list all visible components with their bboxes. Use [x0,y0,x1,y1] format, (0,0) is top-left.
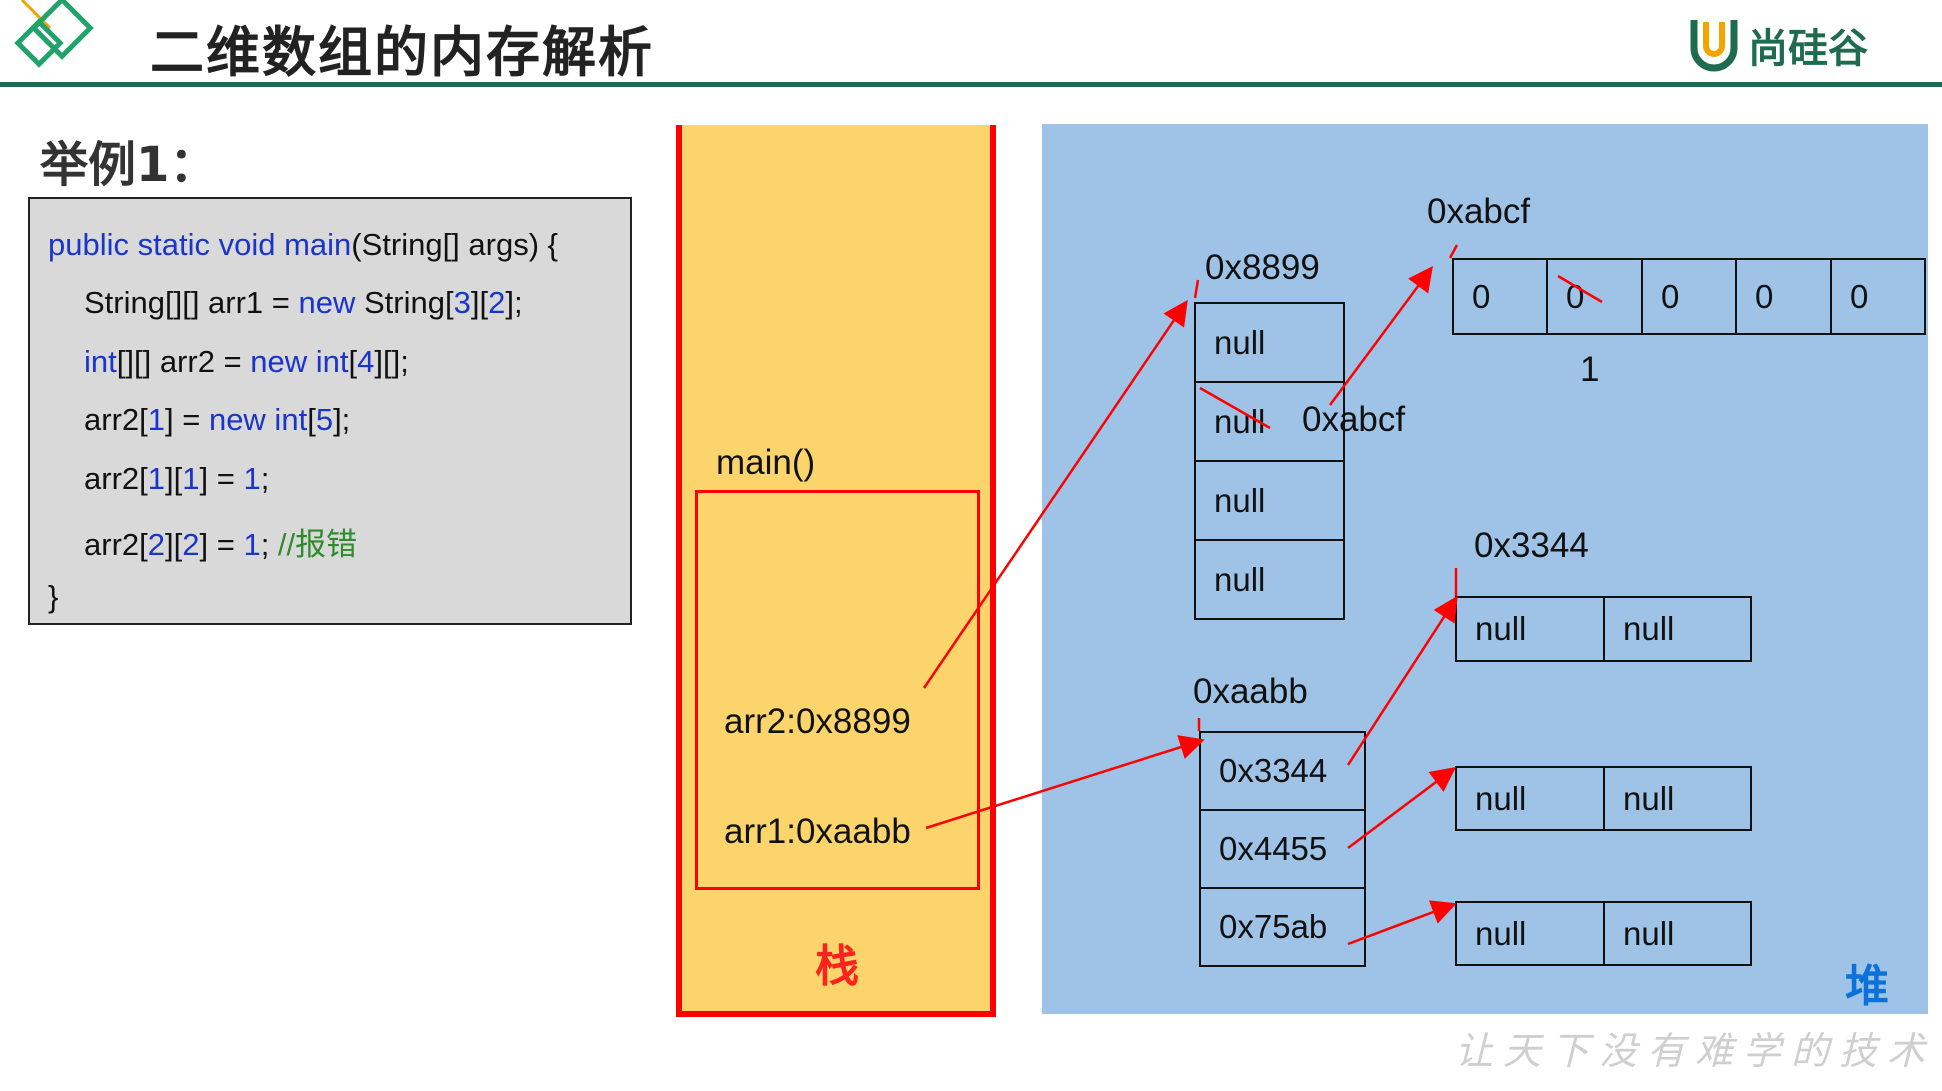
header-divider [0,82,1942,87]
main-frame-label: main() [716,443,816,482]
code-block: public static void main(String[] args) {… [28,197,632,625]
address-0xabcf: 0xabcf [1427,192,1531,231]
heap-label: 堆 [1845,961,1889,1012]
arrow-to-0xabcf [1328,265,1433,406]
slogan-watermark: 让天下没有难学的技术 [1455,1029,1936,1073]
arr2-outer-cell: null [1194,302,1345,383]
arr1-outer-cell: 0x75ab [1199,887,1366,967]
code-line-5: arr2[1][1] = 1; [84,461,270,496]
stack-var-arr2: arr2:0x8899 [724,702,911,741]
strike-null [1199,386,1271,430]
code-line-6: arr2[2][2] = 1; //报错 [84,527,358,562]
arr1-row0-cell: null [1603,596,1752,662]
code-line-7: } [48,579,59,614]
address-0xaabb: 0xaabb [1193,672,1308,711]
code-line-2: String[][] arr1 = new String[3][2]; [84,285,523,320]
arrow-arr1-to-0xaabb [925,735,1205,830]
arr2-outer-cell: null [1194,381,1345,462]
stack-var-arr1: arr1:0xaabb [724,812,911,851]
tick-0x8899 [1193,279,1200,299]
address-0x3344: 0x3344 [1474,526,1589,565]
code-line-1: public static void main(String[] args) { [48,227,559,262]
code-line-4: arr2[1] = new int[5]; [84,402,351,437]
brand-logo-icon [1688,14,1740,72]
arrow-to-row1 [1347,767,1456,849]
brand-name: 尚硅谷 [1748,26,1868,72]
arrow-to-0x3344 [1346,595,1458,766]
tick-0xabcf [1448,244,1459,259]
stack-label: 栈 [815,941,859,992]
arr1-row1-cell: null [1603,766,1752,831]
arrow-to-row2 [1347,900,1457,946]
arr2-outer-cell: null [1194,539,1345,620]
arrow-arr2-to-0x8899 [922,299,1188,689]
stack-region [676,125,996,1017]
overwrite-value-1: 1 [1580,350,1600,389]
strike-zero [1557,274,1603,304]
arr1-row2-cell: null [1603,901,1752,966]
page-title: 二维数组的内存解析 [150,21,654,84]
main-stack-frame [695,490,980,890]
overwrite-value-0xabcf: 0xabcf [1302,400,1406,439]
section-heading: 举例1： [40,137,218,193]
heap-region [1042,124,1928,1014]
code-line-3: int[][] arr2 = new int[4][]; [84,344,409,379]
address-0x8899: 0x8899 [1205,248,1320,287]
arr2-inner-cell: 0 [1830,258,1926,335]
logo-icon [10,0,100,85]
